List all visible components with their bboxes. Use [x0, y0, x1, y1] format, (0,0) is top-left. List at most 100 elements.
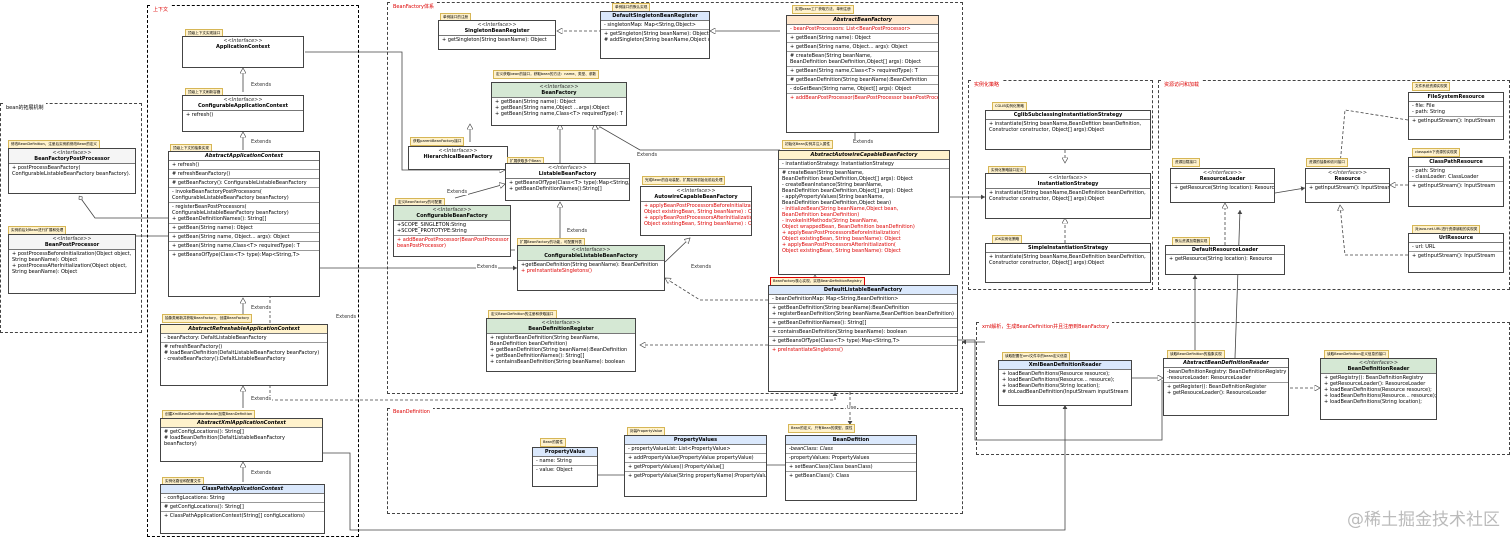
member: + getBean(String name,Object ...args):Ob…: [495, 105, 610, 111]
cglib-strategy-box[interactable]: CglibSubclassingInstantiationStrategy + …: [985, 110, 1151, 150]
class-name: ConfigurableBeanFactory: [416, 213, 488, 219]
member: + postProcessBeforeInitialization(Object…: [12, 251, 132, 257]
member: - createBeanFactory():DefaltListableBean…: [164, 356, 286, 362]
member: - initializeBean(String beanName,Object …: [782, 206, 899, 212]
member: + preInstantiateSingletons(): [521, 268, 592, 274]
note: 定义获取bean的接口，获取bean的方法：name、类型、参数: [493, 70, 600, 79]
hierarchical-bean-factory-box[interactable]: <<Interface>>HierarchicalBeanFactory: [408, 146, 508, 170]
member: + getBeanDefinition(String beanName):Bea…: [772, 305, 910, 311]
stereotype: <<Interface>>: [571, 247, 611, 253]
configurable-bean-factory-box[interactable]: <<Interface>>ConfigurableBeanFactory +SC…: [393, 205, 511, 257]
abstract-bean-factory-box[interactable]: AbstractBeanFactory - beanPostProcessors…: [786, 15, 939, 133]
member: - createBeanInstance(String beanName,: [782, 182, 883, 188]
member: BeanDefinition beanDefinition,Object bea…: [782, 200, 892, 206]
configurable-listable-bean-factory-box[interactable]: <<Interface>>ConfigurableListableBeanFac…: [517, 245, 665, 291]
default-singleton-bean-register-box[interactable]: DefaultSingletonBeanRegister - singleton…: [600, 11, 710, 59]
member: # getConfigLocations(): String[]: [164, 504, 244, 510]
member: + getResource(String location): Resource: [1174, 185, 1275, 191]
edge-label-extends: Extends: [566, 228, 589, 234]
class-name: AbstractRefreshableApplicationContext: [188, 326, 300, 332]
stereotype: <<Interface>>: [223, 97, 263, 103]
class-name: SimpleInstantiationStrategy: [1028, 245, 1108, 251]
edge-label-extends: Extends: [250, 139, 273, 145]
member: +SCOPE_PROTOTYPE:String: [397, 228, 467, 234]
default-resource-loader-box[interactable]: DefaultResourceLoader + getResource(Stri…: [1165, 245, 1285, 275]
region-definition: BeanDefinition: [387, 408, 963, 514]
bean-factory-post-processor-box[interactable]: <<Interface>>BeanFactoryPostProcessor + …: [8, 148, 136, 194]
member: # getBeanFactory(): ConfigurableListable…: [172, 180, 307, 186]
class-name: InstantiationStrategy: [1037, 181, 1099, 187]
member: + getBean(String name,Class<T> requiredT…: [172, 243, 300, 249]
class-name: ConfigurableListableBeanFactory: [544, 253, 638, 259]
member: + postProcessBeanFactory(: [12, 165, 81, 171]
abstract-application-context-box[interactable]: AbstractApplicationContext + refresh() #…: [168, 151, 320, 297]
class-name: ClassPathApplicationContext: [201, 486, 284, 492]
singleton-bean-register-box[interactable]: <<Interface>>SingletonBeanRegister + get…: [438, 20, 556, 50]
class-name: BeanPostProcessor: [44, 242, 100, 248]
abstract-xml-application-context-box[interactable]: AbstractXmlApplicationContext # getConfi…: [160, 418, 323, 462]
member: + loadBeanDefinitions(Resource resource)…: [1002, 371, 1110, 377]
resource-box[interactable]: <<Interface>>Resource + getInputStream()…: [1305, 168, 1390, 203]
classpath-application-context-box[interactable]: ClassPathApplicationContext - configLoca…: [160, 484, 325, 534]
class-name: FileSystemResource: [1427, 94, 1485, 100]
member: - path: String: [1412, 168, 1445, 174]
member: + applyBeanPostProcessorsAfterInitializa…: [644, 215, 752, 221]
stereotype: <<Interface>>: [541, 320, 581, 326]
member: + getInputStream(): InputStream: [1412, 183, 1496, 189]
classpath-resource-box[interactable]: ClassPathResource - path: String- classL…: [1408, 157, 1504, 207]
member: + getBean(String name, Object... args): …: [790, 44, 908, 50]
member: BeanDefinition beanDefinition,Object[] a…: [790, 59, 921, 65]
file-system-resource-box[interactable]: FileSystemResource - file: File- path: S…: [1408, 92, 1504, 140]
autowire-capable-bean-factory-box[interactable]: <<Interface>>AutowireCapableBeanFactory …: [640, 186, 752, 236]
xml-bean-definition-reader-box[interactable]: XmlBeanDefinitionReader + loadBeanDefini…: [998, 360, 1132, 406]
edge-label-extends: Extends: [690, 264, 713, 270]
member: + containsBeanDefinition(String beanName…: [490, 359, 625, 365]
member: - classLoader: ClassLoader: [1412, 174, 1479, 180]
stereotype: <<Interface>>: [676, 188, 716, 194]
member: - configLocations: String: [164, 495, 225, 501]
class-name: ListableBeanFactory: [538, 171, 597, 177]
note: 抽象类刷新并获取BeanFactory，创建BeanFactory: [162, 314, 253, 323]
stereotype: <<Interface>>: [1327, 170, 1368, 176]
member: + getBeanDefinitionNames(): String[]: [172, 216, 267, 222]
member: + getBean(String name, Object... args): …: [172, 234, 290, 240]
member: + preInstantiateSingletons(): [772, 347, 843, 353]
abstract-refreshable-application-context-box[interactable]: AbstractRefreshableApplicationContext - …: [160, 324, 328, 386]
listable-bean-factory-box[interactable]: <<Interface>>ListableBeanFactory + getBe…: [505, 163, 630, 201]
property-values-box[interactable]: PropertyValues - propertyValueList: List…: [624, 435, 767, 497]
resource-loader-box[interactable]: <<Interface>>ResourceLoader + getResourc…: [1170, 168, 1275, 203]
member: - beanPostProcessors: List<BeanPostProce…: [790, 26, 911, 32]
member: + getSingleton(String beanName): Object: [604, 31, 709, 37]
stereotype: <<Interface>>: [477, 22, 517, 28]
class-name: AutowireCapableBeanFactory: [654, 194, 738, 200]
note: 文件系统资源实现类: [1412, 82, 1451, 91]
member: + loadBeanDefinitions(Resource... resour…: [1324, 393, 1437, 399]
property-value-box[interactable]: PropertyValue - name: String - value: Ob…: [532, 447, 598, 487]
bean-post-processor-box[interactable]: <<Interface>>BeanPostProcessor + postPro…: [8, 234, 136, 294]
region-context: 上下文: [147, 5, 359, 537]
simple-strategy-box[interactable]: SimpleInstantiationStrategy + instantiat…: [985, 243, 1151, 283]
member: + getInputStream(): InputStream: [1309, 185, 1390, 191]
bean-definition-register-box[interactable]: <<Interface>>BeanDefinitionRegister + re…: [486, 318, 636, 372]
note: 实现bean工厂获取方法，单例注册: [792, 5, 854, 14]
bean-definition-box[interactable]: BeanDefition -beanClass: Class -property…: [785, 435, 917, 501]
region-strategy: 实例化策略: [968, 80, 1153, 290]
region-label: BeanFactory体系: [390, 2, 438, 11]
member: # createBean(String beanName,: [782, 170, 864, 176]
abstract-bean-definition-reader-box[interactable]: AbstractBeanDefinitionReader -beanDefini…: [1163, 358, 1289, 416]
member: + getInputStream(): InputStream: [1412, 118, 1496, 124]
edge-label-extends: Extends: [250, 305, 273, 311]
configurable-application-context-box[interactable]: <<Interface>>ConfigurableApplicationCont…: [182, 95, 304, 132]
abstract-autowire-capable-bean-factory-box[interactable]: AbstractAutowireCapableBeanFactory - ins…: [778, 150, 950, 275]
instantiation-strategy-box[interactable]: <<Interface>>InstantiationStrategy + ins…: [985, 173, 1151, 219]
member: Constructor constructor, Object[] args):…: [989, 127, 1105, 133]
class-name: ClassPathResource: [1429, 159, 1483, 165]
member: + getBean(String name): Object: [790, 35, 871, 41]
default-listable-bean-factory-box[interactable]: DefaultListableBeanFactory - beanDefinit…: [768, 285, 958, 392]
member: + containsBeanDefinition(String beanName…: [772, 329, 907, 335]
application-context-box[interactable]: <<Interface>>ApplicationContext: [182, 36, 304, 68]
bean-definition-reader-box[interactable]: <<Interface>>BeanDefinitionReader + getR…: [1320, 358, 1437, 420]
member: + loadBeanDefinitions(Resource resource)…: [1324, 387, 1432, 393]
url-resource-box[interactable]: UrlResource - url: URL + getInputStream(…: [1408, 233, 1504, 273]
bean-factory-box[interactable]: <<Interface>>BeanFactory + getBean(Strin…: [491, 82, 627, 126]
